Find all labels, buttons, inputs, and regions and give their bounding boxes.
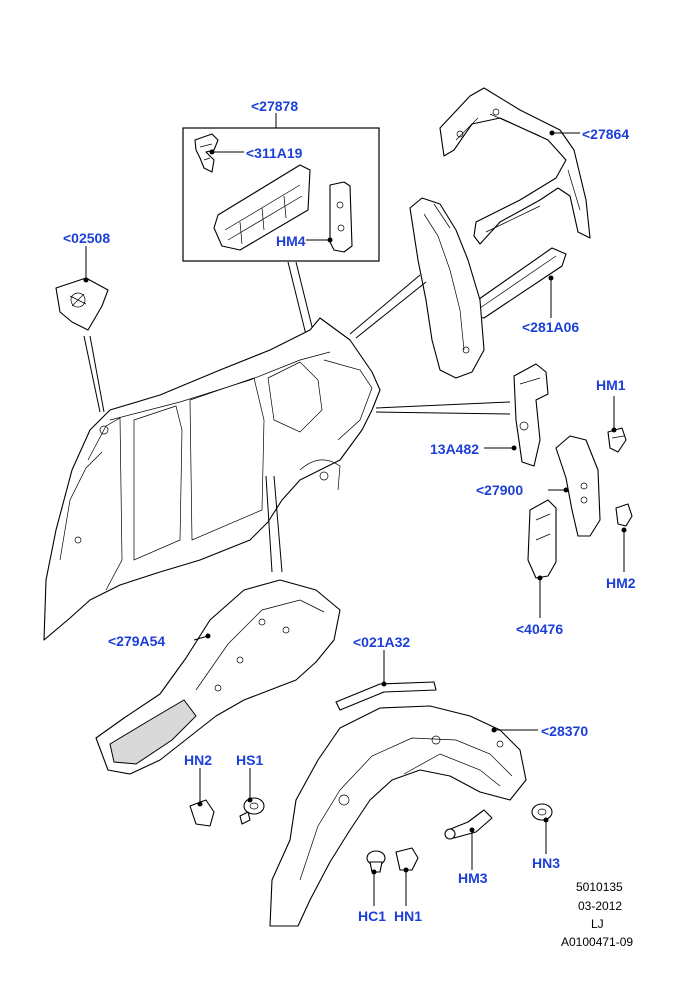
callout-281A06[interactable]: <281A06	[522, 319, 580, 335]
callout-hm1[interactable]: HM1	[596, 377, 626, 393]
illustration-id: A0100471-09	[561, 935, 634, 949]
group-27878-frame	[182, 127, 380, 262]
part-hn3	[531, 803, 553, 821]
callout-27900[interactable]: <27900	[476, 482, 524, 498]
callout-hn3[interactable]: HN3	[532, 855, 561, 871]
part-rear-pillar	[409, 197, 485, 379]
part-hm4	[329, 181, 353, 253]
reference-number: 5010135	[576, 880, 623, 894]
part-311A19	[194, 133, 219, 173]
callout-311A19[interactable]: <311A19	[246, 145, 303, 161]
callout-279A54[interactable]: <279A54	[108, 633, 166, 649]
callout-021A32[interactable]: <021A32	[353, 634, 411, 650]
callout-40476[interactable]: <40476	[516, 621, 564, 637]
callout-hn1[interactable]: HN1	[394, 908, 423, 924]
callout-hm3[interactable]: HM3	[458, 870, 488, 886]
callout-13A482[interactable]: 13A482	[430, 441, 480, 457]
part-279A54	[95, 579, 341, 775]
part-02508	[55, 277, 109, 331]
callout-hc1[interactable]: HC1	[358, 908, 387, 924]
part-13A482	[513, 363, 549, 467]
reference-date: 03-2012	[578, 899, 623, 913]
part-281A06	[471, 247, 567, 319]
callout-02508[interactable]: <02508	[63, 230, 111, 246]
callout-hs1[interactable]: HS1	[236, 752, 264, 768]
part-40476	[527, 499, 557, 579]
part-hs1	[239, 797, 265, 825]
part-28370	[269, 705, 527, 927]
part-hm2	[615, 503, 633, 527]
part-hm1	[607, 427, 627, 453]
part-hm3	[444, 809, 493, 840]
callout-hm4[interactable]: HM4	[276, 233, 306, 249]
part-27878	[213, 164, 311, 251]
body-side-assembly	[43, 317, 381, 641]
part-hn2	[189, 799, 215, 827]
callout-27864[interactable]: <27864	[582, 126, 630, 142]
part-hc1	[366, 850, 386, 873]
reference-initials: LJ	[591, 917, 604, 931]
callout-27878[interactable]: <27878	[251, 98, 299, 114]
part-hn1	[395, 847, 419, 871]
part-27900	[555, 435, 601, 537]
callout-hm2[interactable]: HM2	[606, 575, 636, 591]
part-27864	[439, 87, 591, 245]
part-021A32	[335, 681, 437, 711]
callout-hn2[interactable]: HN2	[184, 752, 213, 768]
callout-28370[interactable]: <28370	[541, 723, 589, 739]
